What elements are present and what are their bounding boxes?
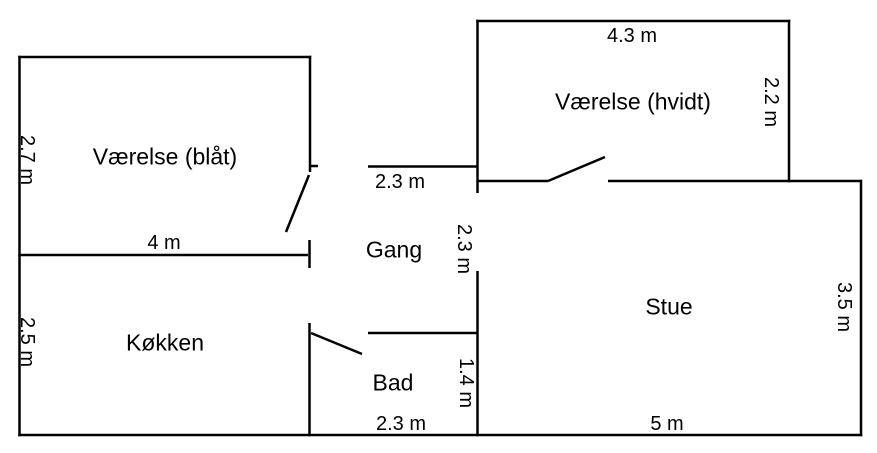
dimension-blue-room-width: 4 m: [147, 232, 181, 254]
dimension-bath-height: 1.4 m: [455, 357, 477, 409]
blue-room-door-leaf: [284, 174, 311, 233]
bath-door-leaf: [310, 331, 363, 356]
dimension-living-room-height: 3.5 m: [833, 281, 855, 333]
dimension-blue-room-height: 2.7 m: [16, 134, 38, 186]
dimension-hall-length: 2.3 m: [453, 223, 475, 275]
room-label-koekken: Køkken: [126, 329, 204, 356]
dimension-living-room-width: 5 m: [650, 413, 684, 435]
dimension-kitchen-height: 2.5 m: [16, 316, 38, 368]
room-label-vaerelse-blaat: Værelse (blåt): [92, 143, 238, 170]
room-label-gang: Gang: [365, 236, 423, 263]
room-label-bad: Bad: [372, 369, 414, 396]
dimension-white-room-height: 2.2 m: [760, 76, 782, 128]
dimension-hall-width: 2.3 m: [374, 171, 426, 193]
room-label-vaerelse-hvidt: Værelse (hvidt): [555, 88, 711, 115]
white-room-door-leaf: [547, 155, 606, 183]
dimension-white-room-width: 4.3 m: [606, 25, 658, 47]
room-label-stue: Stue: [645, 293, 693, 320]
dimension-bath-width: 2.3 m: [375, 413, 427, 435]
